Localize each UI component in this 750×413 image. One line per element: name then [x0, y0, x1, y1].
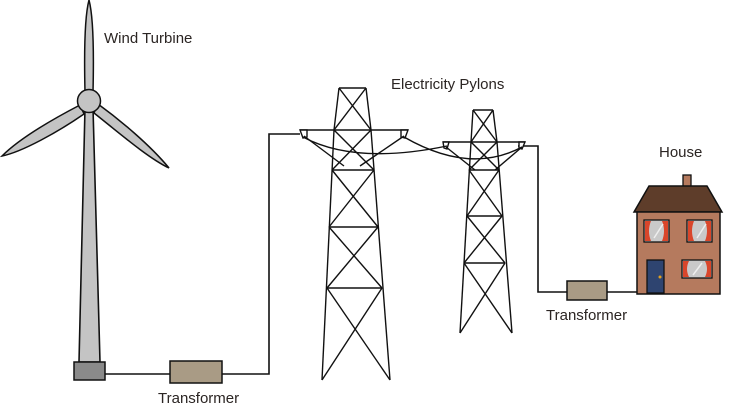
turbine-tower — [78, 107, 101, 363]
label-wind-turbine: Wind Turbine — [104, 30, 192, 47]
label-house: House — [659, 144, 702, 161]
turbine-blade-up — [83, 0, 95, 93]
wire-transformer-to-pylon — [222, 133, 300, 375]
turbine-hub — [76, 88, 102, 114]
label-transformer-1: Transformer — [158, 390, 239, 407]
house-window-top-right — [686, 219, 713, 243]
turbine-blade-left — [0, 103, 85, 158]
house-roof — [632, 185, 724, 213]
wind-turbine — [0, 0, 170, 381]
turbine-blade-right — [93, 102, 170, 169]
turbine-base — [73, 361, 106, 381]
transformer-1 — [169, 360, 223, 384]
house-window-top-left — [643, 219, 670, 243]
house-door — [646, 259, 665, 294]
house-door-knob — [658, 275, 662, 279]
label-electricity-pylons: Electricity Pylons — [391, 76, 504, 93]
house — [632, 174, 724, 295]
pylon-small — [442, 109, 527, 334]
wire-pylon-to-transformer — [518, 145, 567, 293]
transformer-2 — [566, 280, 608, 301]
power-cables — [302, 136, 523, 160]
label-transformer-2: Transformer — [546, 307, 627, 324]
pylon-large — [298, 87, 410, 381]
house-window-bottom — [681, 259, 713, 279]
